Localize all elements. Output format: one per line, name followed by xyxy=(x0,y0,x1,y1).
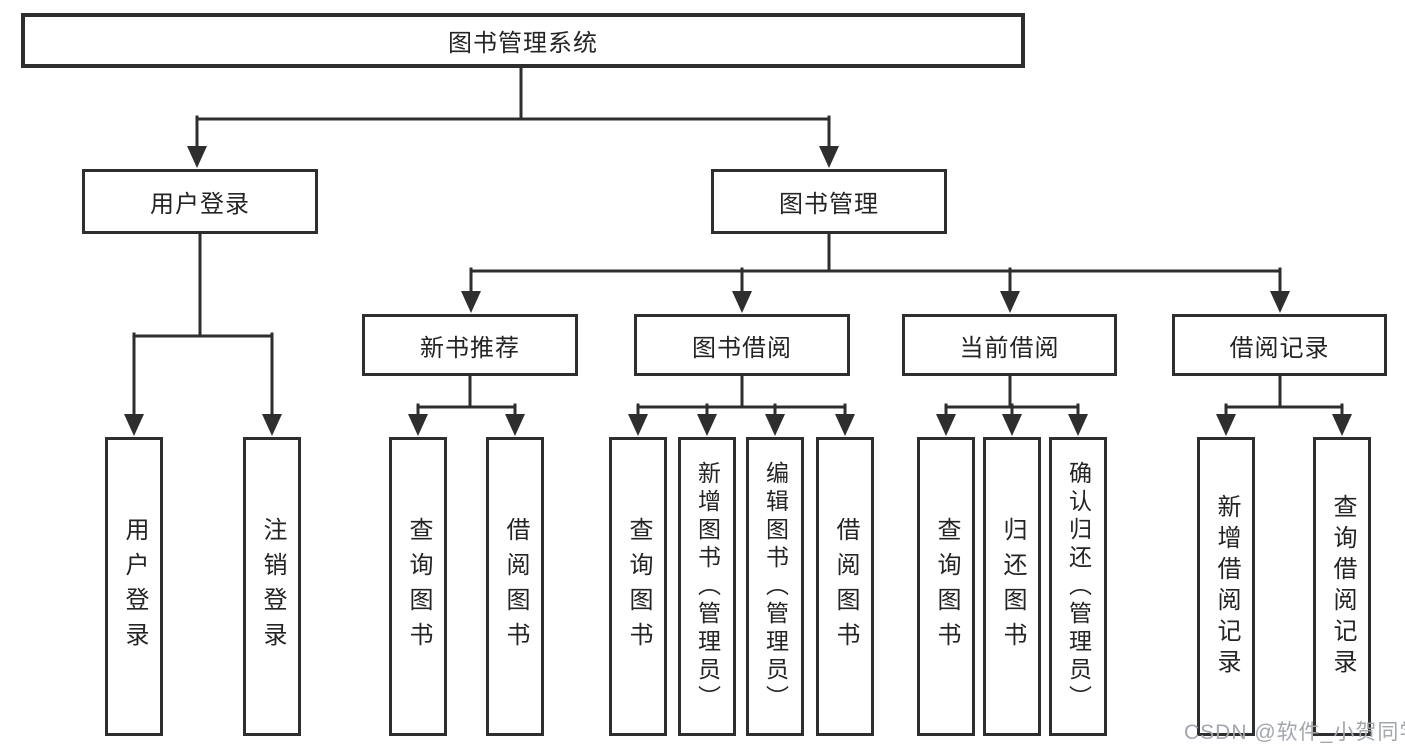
connector-current-to-children xyxy=(936,374,1088,436)
arrowhead xyxy=(1216,414,1236,436)
node-current-confirm-return-admin: 确认归还（管理员） xyxy=(1049,437,1107,736)
node-label: 用户登录 xyxy=(121,516,148,657)
node-login-user-login: 用户登录 xyxy=(105,437,163,736)
node-borrowing-records: 借阅记录 xyxy=(1172,314,1387,376)
arrowhead xyxy=(1000,291,1020,313)
node-label: 用户登录 xyxy=(150,191,250,218)
connector-borrow-to-children xyxy=(628,374,855,436)
node-label: 查询图书 xyxy=(933,516,960,657)
arrowhead xyxy=(408,414,428,436)
node-login-logout: 注销登录 xyxy=(243,437,301,736)
arrowhead xyxy=(461,291,481,313)
connector-management-to-level3 xyxy=(461,232,1290,313)
watermark: CSDN @软件_小贺同学 xyxy=(1184,721,1405,744)
node-label: 注销登录 xyxy=(259,516,286,657)
arrowhead xyxy=(505,414,525,436)
node-label: 编辑图书（管理员） xyxy=(762,460,789,713)
arrowhead xyxy=(1332,414,1352,436)
node-current-borrowing: 当前借阅 xyxy=(902,314,1117,376)
connector-login-to-children xyxy=(124,232,282,436)
node-label: 图书管理 xyxy=(779,191,879,218)
node-recommend-query-books: 查询图书 xyxy=(389,437,447,736)
node-label: 确认归还（管理员） xyxy=(1065,460,1092,713)
node-borrow-query-books: 查询图书 xyxy=(609,437,667,736)
node-label: 新增借阅记录 xyxy=(1213,493,1240,680)
arrowhead xyxy=(1068,414,1088,436)
node-label: 借阅图书 xyxy=(502,516,529,657)
node-records-add-record: 新增借阅记录 xyxy=(1197,437,1255,736)
node-current-return-books: 归还图书 xyxy=(983,437,1041,736)
node-label: 图书借阅 xyxy=(692,334,792,362)
node-label: 查询图书 xyxy=(405,516,432,657)
node-label: 查询图书 xyxy=(625,516,652,657)
node-label: 借阅记录 xyxy=(1229,334,1330,362)
connector-records-to-children xyxy=(1216,374,1352,436)
arrowhead xyxy=(835,414,855,436)
node-label: 借阅图书 xyxy=(832,516,859,657)
node-label: 图书管理系统 xyxy=(448,30,598,57)
node-new-book-recommendation: 新书推荐 xyxy=(362,314,578,376)
node-borrow-edit-books-admin: 编辑图书（管理员） xyxy=(746,437,804,736)
arrowhead xyxy=(1270,291,1290,313)
node-borrow-borrow-books: 借阅图书 xyxy=(816,437,874,736)
node-label: 查询借阅记录 xyxy=(1329,493,1356,680)
connector-root-to-level2 xyxy=(187,66,839,168)
node-records-query-record: 查询借阅记录 xyxy=(1313,437,1371,736)
node-library-management-system: 图书管理系统 xyxy=(21,13,1025,68)
node-user-login: 用户登录 xyxy=(82,169,318,234)
node-current-query-books: 查询图书 xyxy=(917,437,975,736)
node-book-borrowing: 图书借阅 xyxy=(634,314,850,376)
arrowhead xyxy=(187,146,207,168)
arrowhead xyxy=(819,146,839,168)
arrowhead xyxy=(628,414,648,436)
arrowhead xyxy=(765,414,785,436)
node-label: 新书推荐 xyxy=(420,334,520,362)
node-label: 归还图书 xyxy=(999,516,1026,657)
arrowhead xyxy=(697,414,717,436)
arrowhead xyxy=(262,414,282,436)
arrowhead xyxy=(936,414,956,436)
node-book-management: 图书管理 xyxy=(711,169,947,234)
node-label: 新增图书（管理员） xyxy=(694,460,721,713)
node-recommend-borrow-books: 借阅图书 xyxy=(486,437,544,736)
arrowhead xyxy=(732,291,752,313)
arrowhead xyxy=(1002,414,1022,436)
connector-recommend-to-children xyxy=(408,374,525,436)
node-label: 当前借阅 xyxy=(959,334,1060,362)
node-borrow-add-books-admin: 新增图书（管理员） xyxy=(678,437,736,736)
arrowhead xyxy=(124,414,144,436)
